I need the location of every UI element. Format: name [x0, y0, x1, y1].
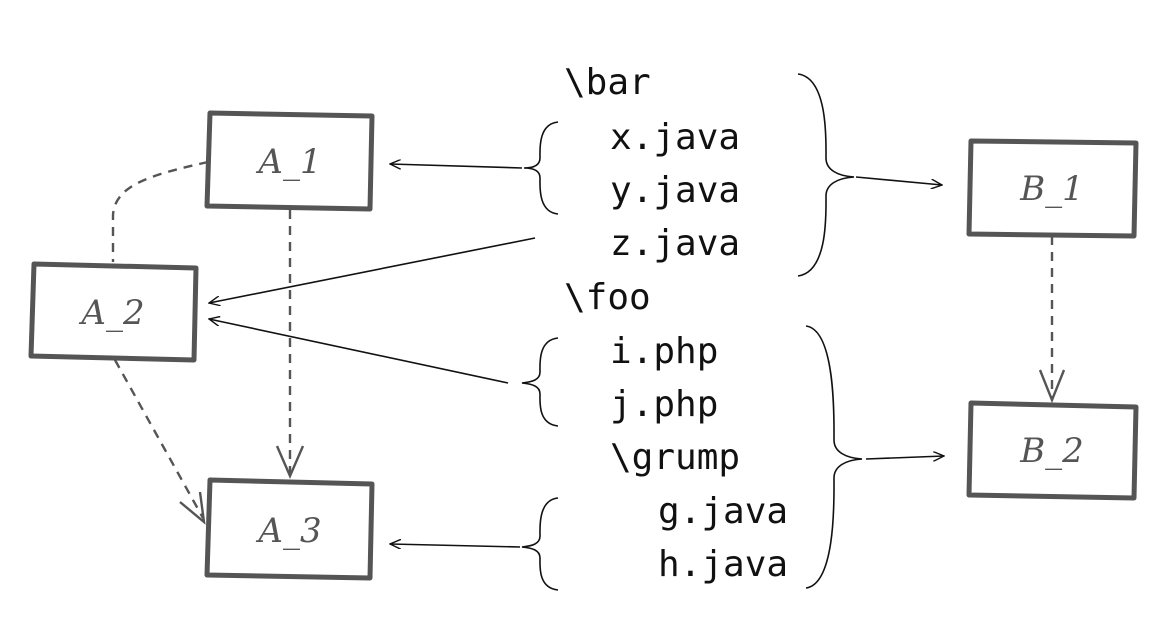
- arrow-ij-to-a2: [209, 319, 509, 384]
- brace-ij-php: [521, 337, 559, 427]
- edge-b1-b2-arrowhead: [1038, 369, 1066, 404]
- dir-bar-label: \bar: [564, 62, 651, 103]
- edge-a2-a3-dashed: [113, 359, 205, 519]
- box-b1: B_1: [966, 138, 1139, 239]
- brace-bar-group: [797, 73, 855, 277]
- arrow-foo-to-b2: [865, 456, 944, 459]
- box-b2: B_2: [966, 400, 1139, 501]
- box-a3: A_3: [204, 477, 375, 581]
- box-a1-label: A_1: [255, 142, 321, 182]
- file-y-java-label: y.java: [610, 170, 740, 211]
- arrow-xy-to-a1: [390, 164, 523, 168]
- edge-a2-a3-arrowhead: [179, 491, 206, 525]
- arrow-z-to-a2: [209, 237, 536, 303]
- file-x-java-label: x.java: [610, 117, 740, 158]
- brace-xy-java: [523, 121, 559, 215]
- arrow-gh-to-a3: [390, 544, 521, 547]
- box-a2: A_2: [28, 261, 199, 363]
- file-z-java-label: z.java: [610, 223, 740, 264]
- brace-foo-group: [805, 325, 863, 589]
- file-h-java-label: h.java: [658, 544, 788, 585]
- box-a2-label: A_2: [78, 293, 144, 333]
- box-a1: A_1: [204, 110, 375, 212]
- file-g-java-label: g.java: [658, 491, 788, 532]
- box-a3-label: A_3: [255, 511, 321, 551]
- edge-a1-a2-dashed: [111, 160, 209, 262]
- file-i-php-label: i.php: [610, 331, 718, 372]
- edge-a1-a3-arrowhead: [275, 445, 305, 480]
- arrow-bar-to-b1: [855, 176, 942, 185]
- dir-grump-label: \grump: [610, 437, 740, 478]
- box-b2-label: B_2: [1019, 431, 1084, 471]
- file-j-php-label: j.php: [610, 384, 718, 425]
- dir-foo-label: \foo: [564, 277, 651, 318]
- brace-gh-java: [521, 497, 559, 591]
- box-b1-label: B_1: [1019, 169, 1084, 209]
